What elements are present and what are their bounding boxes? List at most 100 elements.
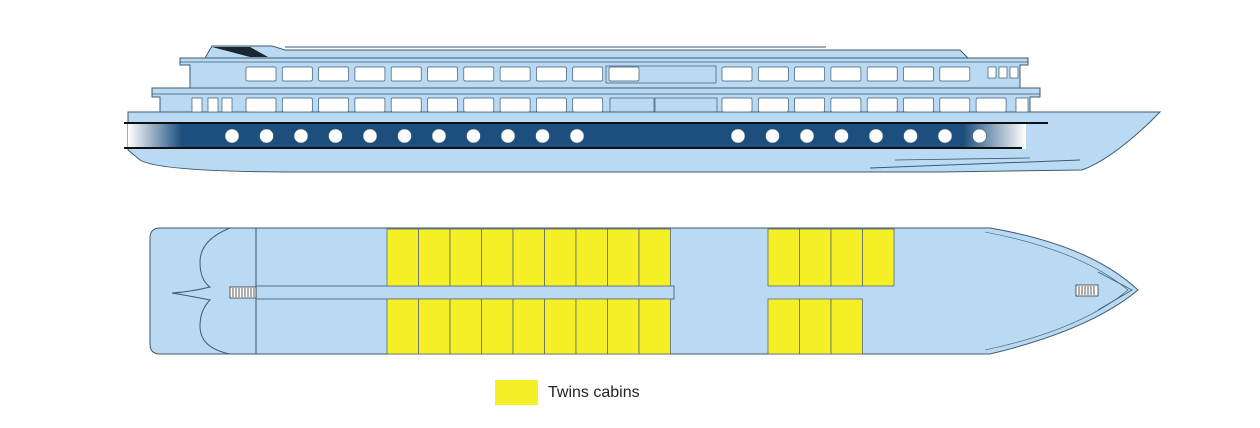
porthole bbox=[328, 128, 343, 144]
bow-detail bbox=[894, 157, 1031, 161]
window bbox=[427, 66, 458, 82]
twin-cabin bbox=[830, 228, 863, 287]
porthole bbox=[903, 128, 918, 144]
window bbox=[536, 97, 567, 113]
window bbox=[987, 66, 997, 79]
twin-cabin bbox=[830, 298, 863, 355]
window-row-upper-deck bbox=[245, 65, 1019, 84]
twin-cabin bbox=[575, 228, 608, 287]
twin-cabin bbox=[638, 228, 671, 287]
porthole bbox=[466, 128, 481, 144]
porthole bbox=[868, 128, 884, 144]
window bbox=[354, 66, 386, 82]
window bbox=[354, 97, 386, 113]
window bbox=[390, 97, 422, 113]
window bbox=[390, 66, 422, 82]
porthole bbox=[834, 128, 849, 144]
lobby-window bbox=[654, 97, 718, 113]
twin-cabin bbox=[512, 228, 545, 287]
porthole bbox=[362, 128, 378, 144]
window bbox=[572, 66, 604, 82]
porthole bbox=[535, 128, 550, 144]
twin-cabin bbox=[862, 228, 895, 287]
window bbox=[866, 66, 898, 82]
stern-outline bbox=[171, 227, 257, 355]
window bbox=[318, 66, 349, 82]
lobby-window bbox=[609, 97, 655, 113]
window bbox=[939, 66, 971, 82]
twin-cabin bbox=[418, 298, 451, 355]
twin-cabin bbox=[449, 228, 482, 287]
window bbox=[281, 97, 313, 113]
twin-cabin bbox=[638, 298, 671, 355]
deck-plan-inner-edge bbox=[984, 231, 1129, 351]
window-row-main-deck bbox=[191, 97, 1029, 113]
window bbox=[866, 97, 898, 113]
twin-cabin bbox=[799, 228, 832, 287]
window bbox=[975, 97, 1007, 113]
porthole bbox=[293, 128, 309, 144]
window bbox=[757, 66, 789, 82]
twin-cabin bbox=[386, 298, 419, 355]
twin-cabin bbox=[481, 228, 514, 287]
twin-cabin bbox=[544, 228, 577, 287]
window bbox=[830, 97, 862, 113]
porthole bbox=[972, 128, 987, 144]
bow-line bbox=[869, 159, 1081, 169]
window bbox=[245, 97, 277, 113]
twin-cabin bbox=[607, 298, 640, 355]
porthole bbox=[224, 128, 240, 144]
window bbox=[221, 97, 233, 113]
porthole bbox=[937, 128, 953, 144]
stern-anchor-icon bbox=[229, 286, 257, 299]
central-corridor bbox=[255, 285, 675, 300]
twin-cabin bbox=[481, 298, 514, 355]
window bbox=[463, 97, 495, 113]
porthole bbox=[431, 128, 447, 144]
window bbox=[281, 66, 313, 82]
twin-cabin bbox=[767, 298, 800, 355]
porthole bbox=[397, 128, 412, 144]
porthole bbox=[799, 128, 815, 144]
window bbox=[1009, 66, 1019, 79]
twin-cabin bbox=[767, 228, 800, 287]
twin-cabin bbox=[799, 298, 832, 355]
window bbox=[245, 66, 277, 82]
porthole bbox=[259, 128, 274, 144]
porthole bbox=[730, 128, 746, 144]
window bbox=[463, 66, 495, 82]
bow-anchor-icon bbox=[1075, 271, 1133, 311]
twin-cabin bbox=[607, 228, 640, 287]
lobby-window bbox=[605, 65, 717, 84]
window bbox=[318, 97, 349, 113]
bridge-trim bbox=[212, 47, 268, 57]
window bbox=[757, 97, 789, 113]
window bbox=[427, 97, 458, 113]
window bbox=[903, 97, 934, 113]
twin-cabin bbox=[386, 228, 419, 287]
legend-label-twin-cabins: Twins cabins bbox=[548, 383, 640, 401]
legend: Twins cabins bbox=[495, 380, 640, 405]
window bbox=[499, 66, 531, 82]
window bbox=[794, 66, 825, 82]
window bbox=[608, 66, 640, 82]
window bbox=[1015, 97, 1029, 113]
window bbox=[572, 97, 604, 113]
window bbox=[207, 97, 219, 113]
window bbox=[903, 66, 934, 82]
porthole bbox=[765, 128, 780, 144]
window bbox=[998, 66, 1008, 79]
window bbox=[536, 66, 567, 82]
window bbox=[939, 97, 971, 113]
twin-cabin bbox=[544, 298, 577, 355]
twin-cabin-group bbox=[386, 228, 895, 355]
window bbox=[830, 66, 862, 82]
porthole bbox=[569, 128, 585, 144]
legend-swatch-twin-cabins bbox=[495, 380, 538, 405]
twin-cabin bbox=[418, 228, 451, 287]
window bbox=[721, 97, 753, 113]
porthole-group bbox=[224, 128, 987, 144]
sun-deck bbox=[204, 45, 970, 59]
porthole bbox=[500, 128, 516, 144]
